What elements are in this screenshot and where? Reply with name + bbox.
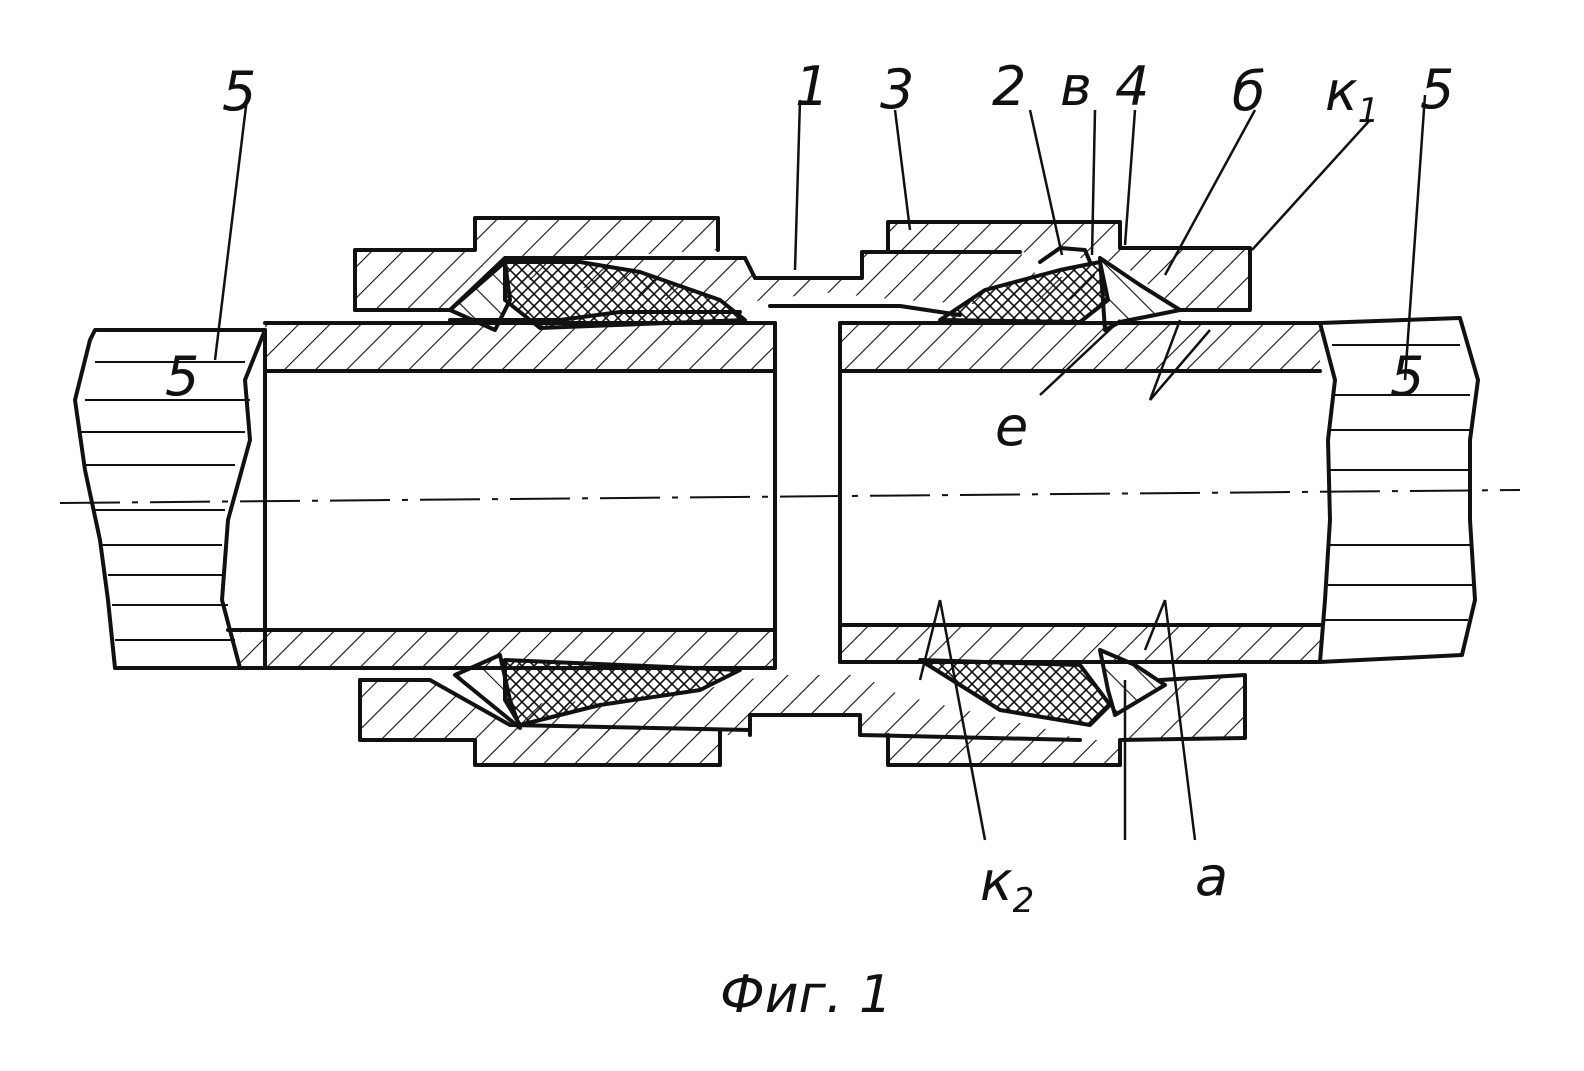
label-k1-letter: к — [1325, 60, 1358, 123]
label-ring: 2 — [992, 55, 1026, 118]
label-a: а — [1195, 845, 1228, 908]
label-k2: к2 — [980, 850, 1034, 921]
label-e: е — [995, 395, 1028, 458]
fitting-top — [355, 218, 1250, 330]
fitting-bottom — [360, 650, 1245, 765]
label-b: б — [1232, 60, 1265, 123]
pipe-right — [840, 318, 1478, 662]
labels: 5 5 1 3 2 в 4 б к1 5 5 е к2 а Фиг. 1 — [165, 55, 1454, 1025]
label-pipe-left: 5 — [222, 60, 256, 123]
label-k1: к1 — [1325, 60, 1379, 131]
figure-caption: Фиг. 1 — [720, 965, 892, 1025]
label-nut: 3 — [880, 58, 914, 121]
label-pipe-left-2: 5 — [165, 345, 199, 408]
label-v: в — [1060, 55, 1092, 118]
label-k1-index: 1 — [1358, 91, 1380, 131]
label-k2-letter: к — [980, 850, 1013, 913]
axis-line — [60, 490, 1520, 503]
label-pipe-right: 5 — [1420, 58, 1454, 121]
label-pipe-right-2: 5 — [1390, 345, 1424, 408]
label-body: 1 — [795, 55, 829, 118]
label-seal: 4 — [1115, 55, 1149, 118]
label-k2-index: 2 — [1013, 881, 1035, 921]
